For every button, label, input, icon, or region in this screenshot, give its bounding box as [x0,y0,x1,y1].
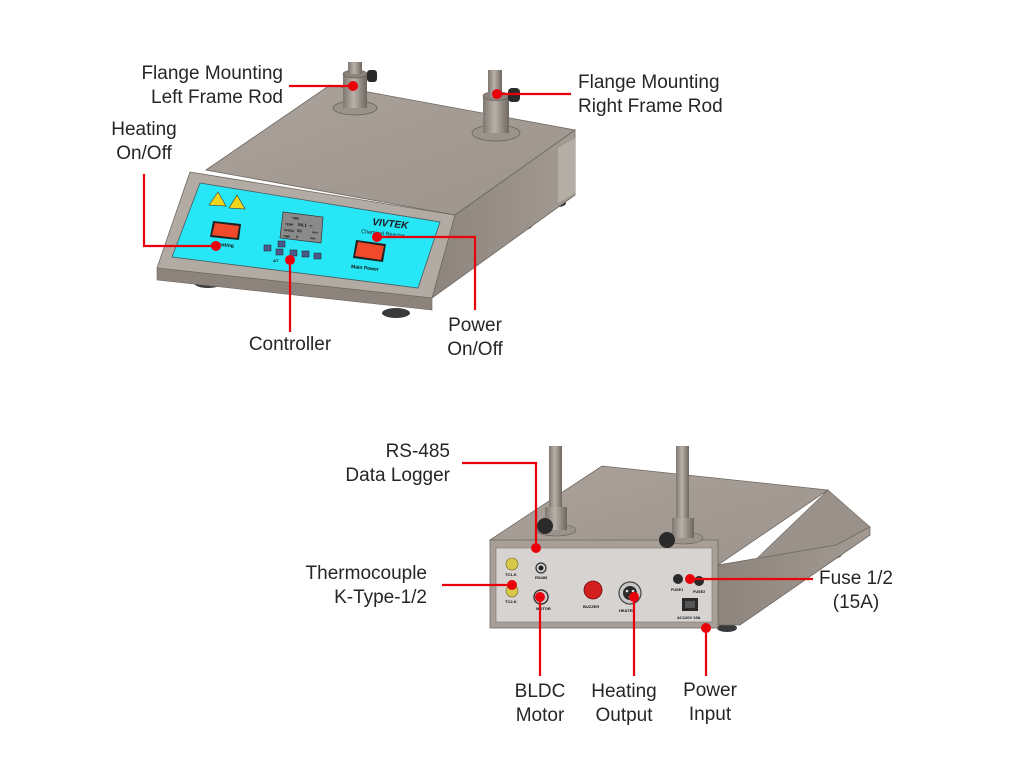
key-down[interactable] [275,248,284,256]
callout-dot [372,232,382,242]
callout-line-power [377,235,477,310]
svg-text:0: 0 [296,235,298,239]
svg-text:FUSE2: FUSE2 [693,590,705,594]
label-heating: Heating On/Off [111,119,177,164]
svg-text:AC120V 15A: AC120V 15A [677,615,701,620]
brand-subtitle: Chemical Reactor [361,229,405,240]
callout-dot [685,574,695,584]
svg-text:min: min [310,236,316,241]
label-flange-right: Flange Mounting Right Frame Rod [578,72,723,117]
label-power-input: Power Input [683,680,737,725]
callout-dots [211,81,711,633]
label-controller: Controller [248,334,332,355]
key-up[interactable] [277,240,286,248]
clamp-knob [367,70,377,82]
label-thermocouple: Thermocouple K-Type-1/2 [305,563,427,608]
front-view-device: e-Heating TIME TEMP 54.1 °C SPEED 00 rpm… [156,62,577,318]
clamp-knob [659,532,675,548]
callout-dot [629,592,639,602]
heating-switch-label: e-Heating [211,241,234,249]
main-power-label: Main Power [351,264,379,273]
svg-text:HEATER: HEATER [619,608,635,613]
svg-text:RS485: RS485 [535,575,548,580]
svg-text:A/T: A/T [273,259,280,263]
heating-switch[interactable] [210,221,241,240]
warning-icon [228,194,246,210]
buzzer [583,580,603,600]
svg-text:FUSE1: FUSE1 [671,588,683,592]
right-frame-rod [471,70,521,142]
left-frame-rod [535,446,577,537]
foot [382,308,410,318]
callout-dot [211,241,221,251]
callout-dot [285,255,295,265]
svg-text:TEMP: TEMP [285,222,294,227]
key-left[interactable] [289,249,298,257]
tc1-port[interactable] [505,557,519,571]
svg-text:BUZZER: BUZZER [583,604,599,609]
callout-dot [348,81,358,91]
label-bldc: BLDC Motor [514,681,566,726]
key-cycle[interactable] [301,250,310,258]
warning-icon [208,191,227,207]
label-fuse: Fuse 1/2 (15A) [819,568,893,613]
svg-text:TIME: TIME [283,234,291,239]
svg-text:TC1-K: TC1-K [505,572,517,577]
callout-dot [507,580,517,590]
callout-lines [142,84,813,676]
controller-display: TIME TEMP 54.1 °C SPEED 00 rpm TIME 0 mi… [279,211,324,244]
callout-dot [492,89,502,99]
clamp-knob [537,518,553,534]
svg-text:00: 00 [297,228,303,234]
key-heat[interactable] [263,244,272,252]
svg-text:rpm: rpm [312,230,318,235]
callout-dot [535,592,545,602]
svg-text:°C: °C [309,224,314,228]
callout-dot [701,623,711,633]
fuse2-holder[interactable] [694,576,704,586]
rear-view-device: TC1-K TC2-K RS485 MOTOR BUZZER HEATER FU… [488,446,871,632]
label-rs485: RS-485 Data Logger [345,441,450,486]
left-frame-rod [332,62,378,116]
fuse1-holder[interactable] [673,574,683,584]
key-motor[interactable] [313,252,322,260]
label-flange-left: Flange Mounting Left Frame Rod [141,63,283,108]
svg-text:TIME: TIME [292,216,300,221]
svg-text:SPEED: SPEED [284,228,295,233]
svg-text:54.1: 54.1 [298,222,308,228]
brand-logo: VIVTEK [372,217,410,232]
controller-keys[interactable]: A/T [263,240,322,263]
label-power: Power On/Off [447,315,503,360]
callout-dot [531,543,541,553]
svg-text:MOTOR: MOTOR [536,606,551,611]
callout-line-heating [142,174,216,248]
callout-line-rs485 [462,461,538,548]
right-frame-rod [659,446,704,548]
label-heating-output: Heating Output [591,681,657,726]
rear-panel [495,547,713,623]
svg-text:TC2-K: TC2-K [505,599,517,604]
main-power-switch[interactable] [353,240,386,262]
